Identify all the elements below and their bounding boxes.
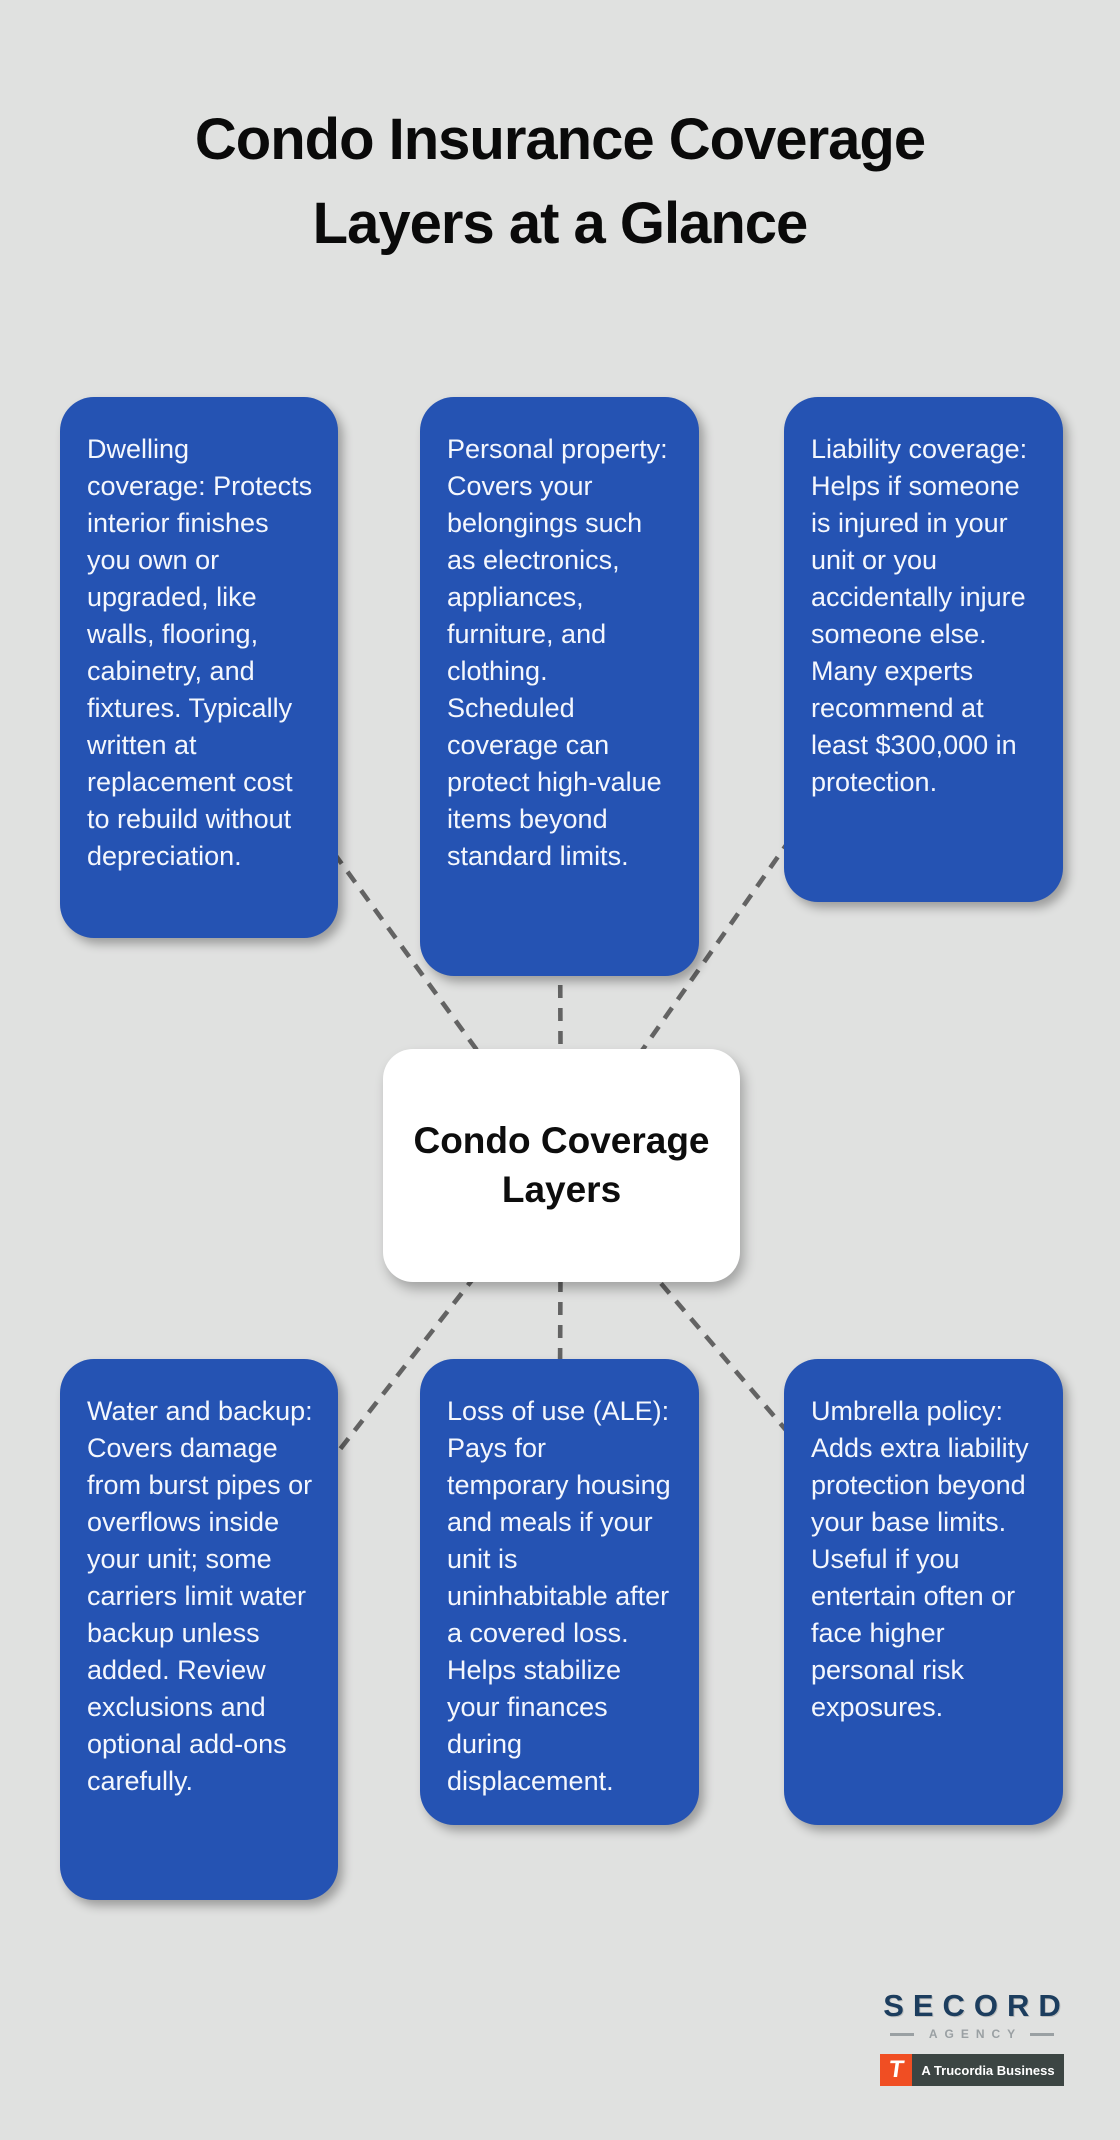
page-title: Condo Insurance Coverage Layers at a Gla… [0,98,1120,266]
node-personal-property: Personal property: Covers your belonging… [420,397,699,976]
node-loss-of-use-text: Loss of use (ALE): Pays for temporary ho… [447,1396,671,1796]
agency-label: AGENCY [928,2027,1023,2041]
center-node-label: Condo Coverage Layers [413,1120,710,1210]
right-rule-line [1030,2032,1055,2036]
node-liability-coverage: Liability coverage: Helps if someone is … [784,397,1063,902]
node-personal-property-text: Personal property: Covers your belonging… [447,434,668,871]
secord-wordmark: SECORD [883,1988,1070,2023]
trucordia-badge-label: A Trucordia Business [912,2054,1064,2086]
node-dwelling-coverage-text: Dwelling coverage: Protects interior fin… [87,434,313,871]
page-title-text: Condo Insurance Coverage Layers at a Gla… [194,107,926,257]
center-node: Condo Coverage Layers [383,1049,740,1282]
node-umbrella-policy-text: Umbrella policy: Adds extra liability pr… [811,1396,1029,1722]
agency-subtitle-row: AGENCY [889,2027,1055,2041]
node-loss-of-use: Loss of use (ALE): Pays for temporary ho… [420,1359,699,1825]
node-water-and-backup: Water and backup: Covers damage from bur… [60,1359,338,1900]
trucordia-t-icon: T [880,2054,913,2086]
left-rule-line [889,2032,914,2036]
node-liability-coverage-text: Liability coverage: Helps if someone is … [811,434,1028,797]
node-umbrella-policy: Umbrella policy: Adds extra liability pr… [784,1359,1063,1825]
node-water-and-backup-text: Water and backup: Covers damage from bur… [87,1396,313,1796]
trucordia-badge: T A Trucordia Business [880,2054,1064,2086]
secord-agency-logo: SECORD AGENCY T A Trucordia Business [880,1988,1064,2086]
node-dwelling-coverage: Dwelling coverage: Protects interior fin… [60,397,338,938]
